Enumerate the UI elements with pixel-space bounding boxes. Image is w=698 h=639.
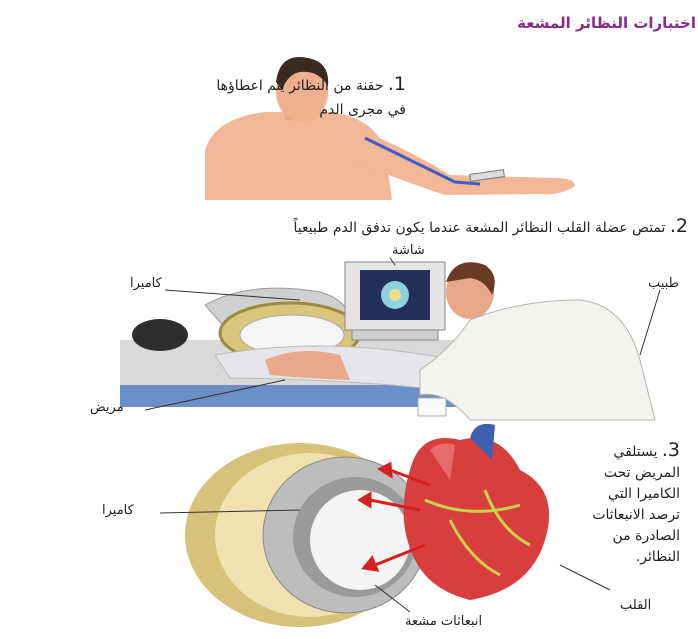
label-patient: مريض [90,400,124,415]
step-1-description: حقنة من النظائر يتم اعطاؤها في مجرى الدم [216,78,406,118]
label-camera-bottom: كاميرا [102,503,134,518]
camera-heart-illustration [185,424,549,627]
scanner-scene-illustration [120,262,655,420]
step-1-number: 1. [388,73,406,95]
step-2-description: تمتص عضلة القلب النظائر المشعة عندما يكو… [294,220,666,236]
page-title: اختبارات النظائر المشعة [517,14,696,32]
step-3-number: 3. [662,439,680,461]
label-screen: شاشة [392,243,425,258]
step-1-text: 1. حقنة من النظائر يتم اعطاؤها في مجرى ا… [216,72,406,122]
label-camera-top: كاميرا [130,276,162,291]
step-2-text: 2. تمتص عضلة القلب النظائر المشعة عندما … [294,215,688,237]
step-3-text: 3. يستلقي المريض تحت الكاميرا التي ترصد … [585,440,680,568]
label-heart: القلب [620,598,651,613]
label-doctor: طبيب [648,276,679,291]
label-emissions: انبعاثات مشعة [405,614,482,629]
step-2-number: 2. [670,215,688,237]
step-3-description: يستلقي المريض تحت الكاميرا التي ترصد الا… [592,444,680,565]
